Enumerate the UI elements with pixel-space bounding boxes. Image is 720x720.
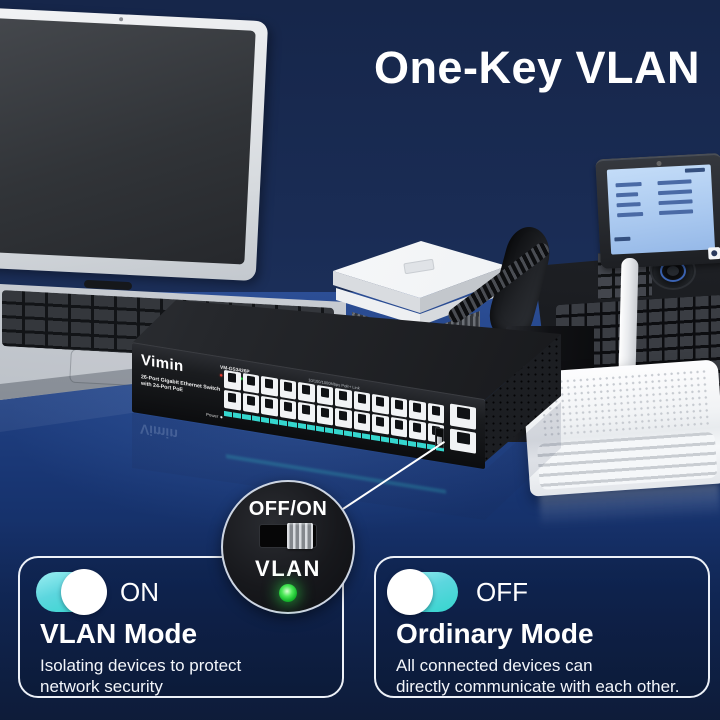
rj45-port — [224, 389, 241, 411]
callout-slide-switch[interactable] — [259, 523, 317, 549]
bottom-vignette — [0, 520, 720, 720]
rj45-port — [261, 375, 278, 397]
port-index-chip — [352, 431, 362, 439]
vlan-green-led — [279, 584, 297, 602]
rj45-port — [372, 393, 389, 415]
rj45-port — [335, 387, 352, 409]
rj45-port — [279, 398, 296, 420]
rj45-port — [279, 378, 296, 400]
switch-description: 26-Port Gigabit Ethernet Switch with 24-… — [141, 373, 223, 400]
description-line: Isolating devices to protect — [40, 656, 242, 675]
rj45-port — [409, 399, 426, 421]
port-index-chip — [288, 421, 297, 428]
port-index-chip — [334, 428, 343, 436]
uplink-ports — [450, 403, 476, 454]
port-index-chip — [398, 439, 408, 446]
ordinary-mode-title: Ordinary Mode — [396, 618, 594, 649]
callout-offon-label: OFF/ON — [248, 498, 328, 520]
rj45-port — [427, 402, 444, 424]
power-indicator-led — [220, 415, 223, 419]
rj45-port — [390, 396, 407, 418]
ordinary-mode-description: All connected devices can directly commu… — [396, 655, 704, 697]
port-index-chip — [408, 440, 417, 448]
rj45-port — [298, 381, 315, 403]
switch-power-indicator: Power — [206, 411, 223, 420]
port-index-chip — [297, 422, 306, 430]
rj45-port — [298, 401, 315, 423]
ordinary-mode-state: OFF — [476, 577, 528, 607]
switch-brand-label: Vimin — [141, 351, 184, 376]
ordinary-mode-toggle[interactable] — [387, 569, 458, 615]
rj45-port — [261, 395, 278, 417]
rj45-port — [450, 403, 476, 430]
description-line: network security — [40, 677, 163, 696]
rj45-port — [224, 369, 241, 391]
rj45-port — [316, 384, 333, 406]
toggle-knob — [387, 569, 433, 615]
port-index-chip — [389, 437, 398, 445]
vlan-mode-description: Isolating devices to protect network sec… — [40, 655, 338, 697]
port-index-chip — [371, 434, 380, 442]
port-index-chip — [325, 427, 334, 434]
power-indicator-label: Power — [206, 411, 219, 419]
description-line: All connected devices can — [396, 656, 593, 675]
port-index-chip — [316, 425, 325, 433]
port-index-chip — [233, 412, 242, 419]
toggle-knob — [61, 569, 107, 615]
port-index-chip — [306, 424, 316, 431]
rj45-port — [242, 372, 259, 394]
description-line: directly communicate with each other. — [396, 677, 680, 696]
rj45-port — [242, 392, 259, 414]
rj45-port — [316, 404, 333, 426]
port-index-chip — [417, 442, 426, 449]
vlan-mode-toggle[interactable] — [36, 569, 107, 615]
slide-switch-knob — [287, 523, 313, 549]
rj45-port — [372, 413, 389, 435]
page-title: One-Key VLAN — [373, 42, 700, 93]
vlan-mode-state: ON — [120, 577, 159, 607]
ordinary-toggle-row: OFF — [387, 569, 528, 615]
port-index-chip — [279, 419, 288, 427]
callout-vlan-label: VLAN — [255, 556, 321, 581]
port-index-chip — [242, 413, 251, 421]
rj45-port — [353, 410, 370, 432]
port-index-chip — [380, 436, 389, 443]
rj45-port — [450, 428, 476, 454]
rj45-port — [353, 390, 370, 412]
callout-circle: OFF/ON VLAN — [221, 480, 355, 614]
rj45-port — [335, 407, 352, 429]
vlan-toggle-row: ON — [36, 569, 159, 615]
vlan-mode-card: ON VLAN Mode Isolating devices to protec… — [18, 556, 344, 698]
port-index-chip — [343, 430, 352, 437]
rj45-port — [390, 416, 407, 438]
vlan-mode-title: VLAN Mode — [40, 618, 198, 649]
rj45-port — [409, 419, 426, 441]
port-index-chip — [270, 418, 279, 425]
ordinary-mode-card: OFF Ordinary Mode All connected devices … — [374, 556, 710, 698]
port-index-chip — [224, 410, 233, 418]
port-index-chip — [251, 415, 260, 422]
port-index-chip — [260, 416, 270, 424]
port-index-chip — [362, 433, 371, 440]
power-led-icon — [220, 373, 223, 377]
